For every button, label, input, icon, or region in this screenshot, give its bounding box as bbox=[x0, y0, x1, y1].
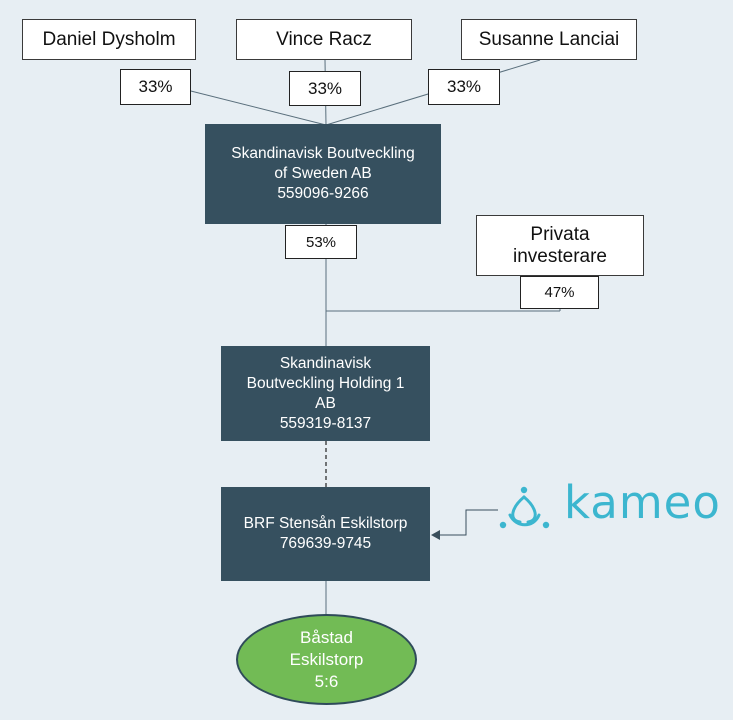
owner-box-daniel: Daniel Dysholm bbox=[22, 19, 196, 60]
parent-company-box: Skandinavisk Boutveckling of Sweden AB 5… bbox=[205, 124, 441, 224]
share-label-susanne: 33% bbox=[428, 69, 500, 105]
owner-name: Vince Racz bbox=[276, 28, 372, 50]
share-label-investors: 47% bbox=[520, 276, 599, 309]
share-label-daniel: 33% bbox=[120, 69, 191, 105]
share-label-vince: 33% bbox=[289, 71, 361, 106]
company-name-line: of Sweden AB bbox=[274, 165, 372, 182]
company-name-line: Skandinavisk Boutveckling bbox=[231, 145, 415, 162]
owner-name: Susanne Lanciai bbox=[478, 28, 620, 50]
share-label-parent: 53% bbox=[285, 225, 357, 259]
kameo-logo: kameo bbox=[498, 476, 723, 534]
connector-lender-arrow bbox=[438, 509, 498, 536]
arrowhead bbox=[431, 530, 440, 540]
holding-company-box: Skandinavisk Boutveckling Holding 1 AB 5… bbox=[221, 346, 430, 441]
kameo-logo-text: kameo bbox=[564, 476, 721, 529]
brf-box: BRF Stensån Eskilstorp 769639-9745 bbox=[221, 487, 430, 581]
company-org-number: 559319-8137 bbox=[279, 414, 372, 432]
owner-name: Daniel Dysholm bbox=[42, 28, 176, 50]
company-org-number: 559096-9266 bbox=[277, 185, 369, 202]
private-investors-box: Privata investerare bbox=[476, 215, 644, 276]
kameo-logo-icon bbox=[499, 486, 550, 529]
company-org-number: 769639-9745 bbox=[279, 535, 372, 552]
owner-box-susanne: Susanne Lanciai bbox=[461, 19, 637, 60]
property-oval: Båstad Eskilstorp 5:6 bbox=[236, 614, 417, 705]
owner-box-vince: Vince Racz bbox=[236, 19, 412, 60]
